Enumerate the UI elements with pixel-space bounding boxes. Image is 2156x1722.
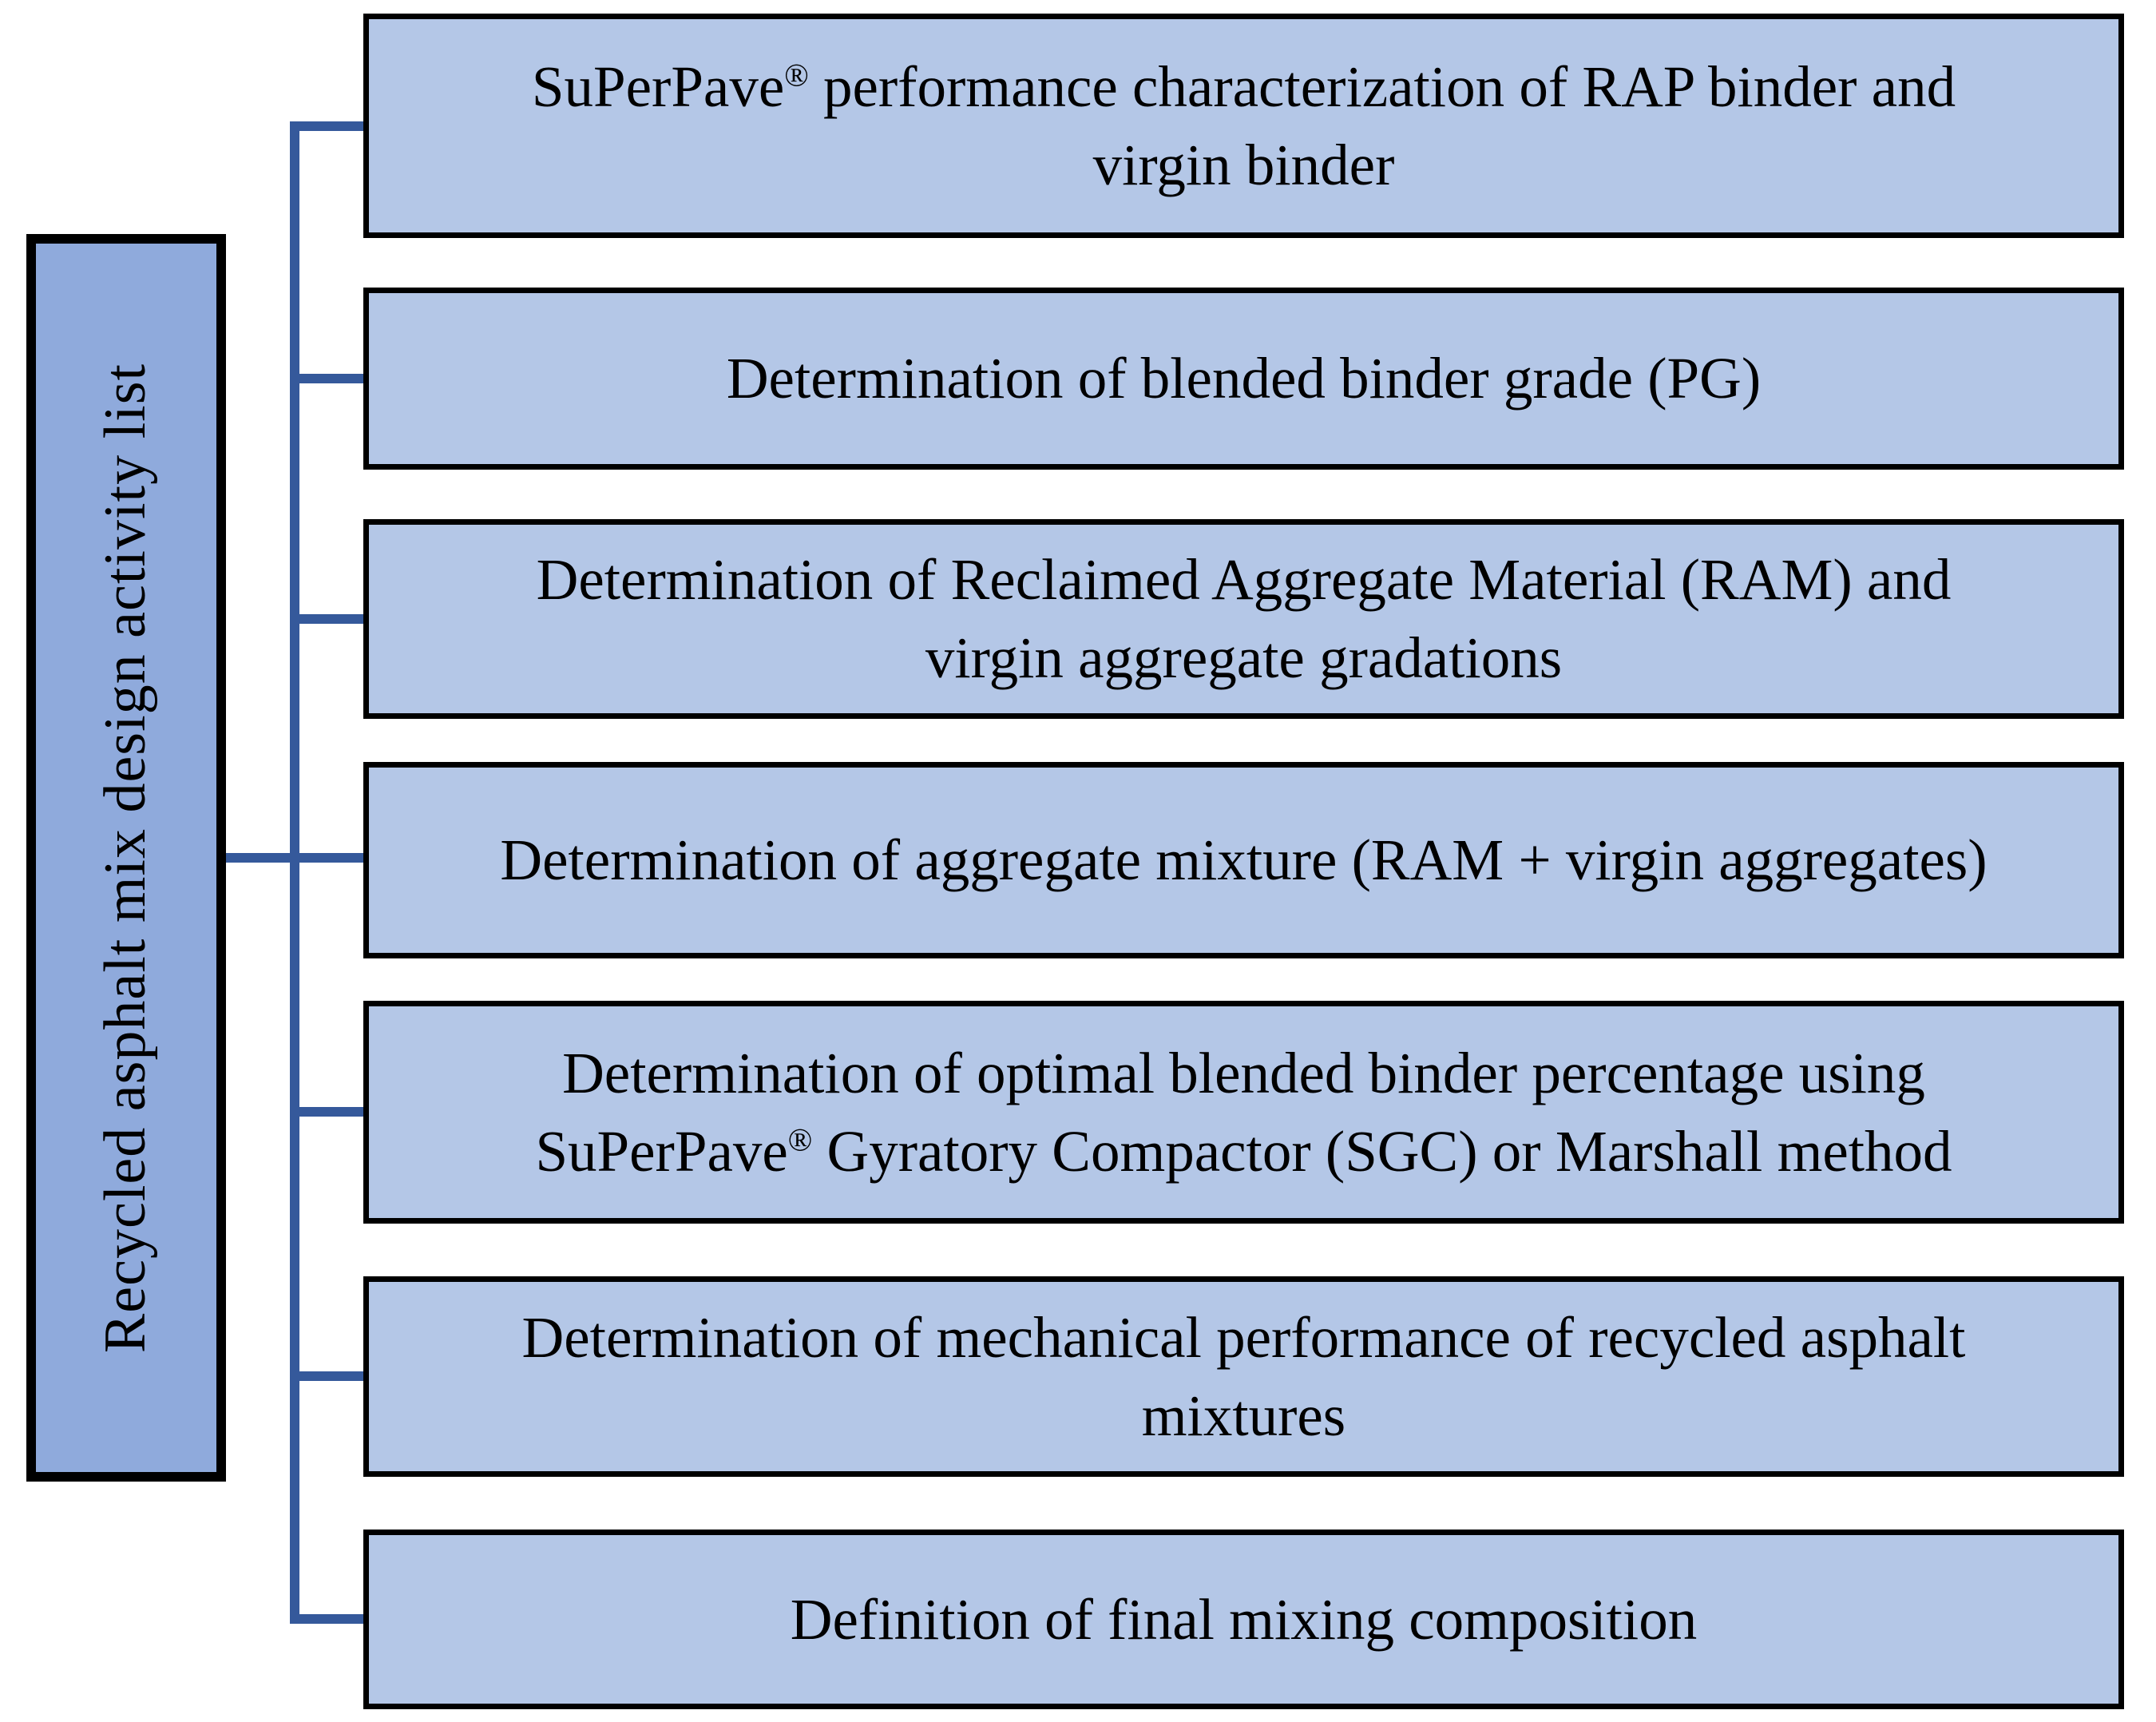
- activity-label: Definition of final mixing composition: [790, 1586, 1698, 1652]
- activity-box-ram-gradations: Determination of Reclaimed Aggregate Mat…: [363, 519, 2124, 719]
- activity-label: Determination of optimal blended binder …: [535, 1040, 1952, 1184]
- connector-branch-line-7: [290, 1614, 363, 1624]
- activity-box-final-mixing-composition: Definition of final mixing composition: [363, 1530, 2124, 1709]
- connector-branch-line-2: [290, 374, 363, 383]
- connector-trunk-line: [290, 121, 299, 1624]
- activity-box-optimal-binder-percentage: Determination of optimal blended binder …: [363, 1001, 2124, 1224]
- connector-branch-line-5: [290, 1107, 363, 1117]
- activity-box-blended-binder-grade: Determination of blended binder grade (P…: [363, 288, 2124, 470]
- activity-label: Determination of blended binder grade (P…: [726, 346, 1762, 411]
- connector-branch-line-3: [290, 614, 363, 624]
- side-category-label: Recycled asphalt mix design activity lis…: [93, 363, 159, 1353]
- activity-label: SuPerPave® performance characterization …: [531, 54, 1956, 197]
- activity-box-superpave-characterization: SuPerPave® performance characterization …: [363, 14, 2124, 238]
- activity-label: Determination of Reclaimed Aggregate Mat…: [536, 547, 1952, 690]
- activity-box-mechanical-performance: Determination of mechanical performance …: [363, 1276, 2124, 1477]
- connector-branch-line-4: [290, 853, 363, 863]
- connector-branch-line-1: [290, 121, 363, 131]
- connector-branch-line-6: [290, 1371, 363, 1381]
- activity-label: Determination of mechanical performance …: [521, 1304, 1966, 1448]
- activity-label: Determination of aggregate mixture (RAM …: [500, 827, 1988, 893]
- connector-side-branch-line: [216, 853, 299, 863]
- side-category-box: Recycled asphalt mix design activity lis…: [26, 234, 226, 1482]
- activity-box-aggregate-mixture: Determination of aggregate mixture (RAM …: [363, 762, 2124, 958]
